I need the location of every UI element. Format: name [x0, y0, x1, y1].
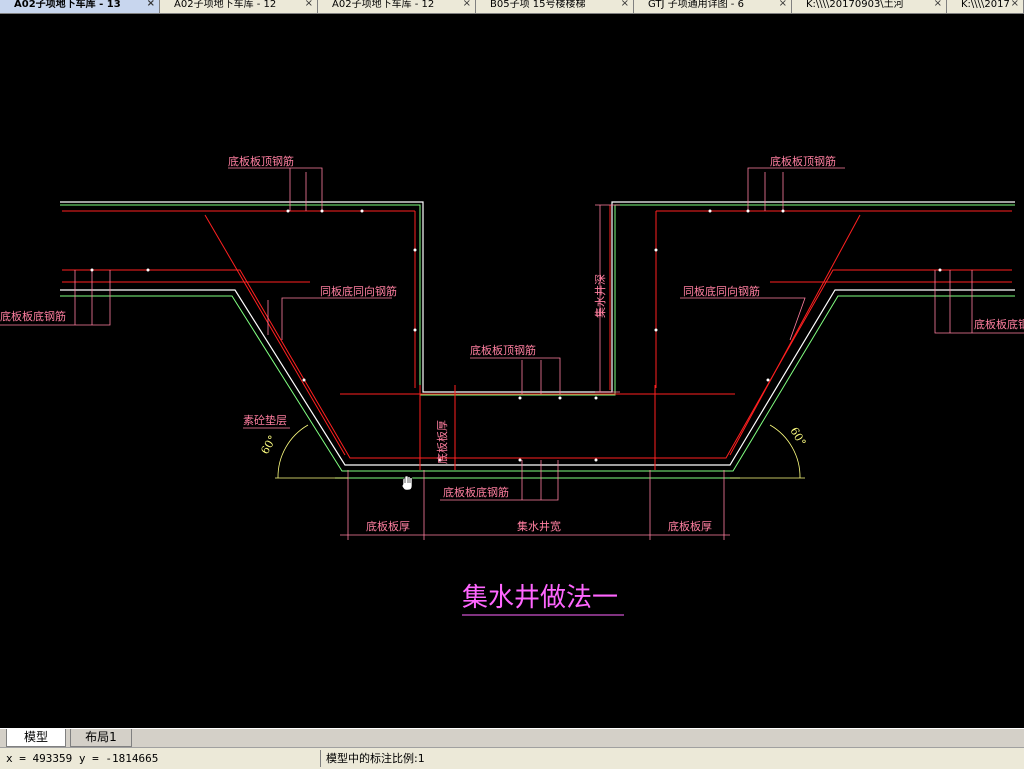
- label-top-rebar-right: 底板板顶钢筋: [770, 154, 836, 168]
- close-tab-icon[interactable]: ×: [620, 0, 629, 9]
- label-bottom-rebar-right: 底板板底钢筋: [974, 317, 1024, 331]
- document-tabs: A02子项地下车库 - 13×A02子项地下车库 - 12×A02子项地下车库 …: [0, 0, 1024, 14]
- rebar-dots: [90, 209, 942, 462]
- label-same-dir-right: 同板底同向钢筋: [683, 284, 760, 298]
- drawing-title: 集水井做法一: [462, 583, 618, 613]
- document-tab[interactable]: B05子项 15号楼楼梯 ×: [476, 0, 634, 13]
- label-slab-thickness-vertical: 底板板厚: [435, 420, 449, 464]
- document-tab-label: K:\\\\2017: [961, 0, 1010, 10]
- document-tab[interactable]: GTJ 子项通用详图 - 6 ×: [634, 0, 792, 13]
- close-tab-icon[interactable]: ×: [778, 0, 787, 9]
- coordinate-readout: x = 493359 y = -1814665: [6, 752, 159, 765]
- document-tab[interactable]: A02子项地下车库 - 13 ×: [0, 0, 160, 13]
- dim-center: 集水井宽: [517, 519, 561, 533]
- document-tab-label: A02子项地下车库 - 12: [174, 0, 277, 10]
- label-bottom-rebar-left: 底板板底钢筋: [0, 309, 66, 323]
- close-tab-icon[interactable]: ×: [1010, 0, 1019, 9]
- label-top-rebar-left: 底板板顶钢筋: [228, 154, 294, 168]
- document-tab-label: GTJ 子项通用详图 - 6: [648, 0, 744, 10]
- tab-layout1[interactable]: 布局1: [70, 729, 132, 747]
- leader-lines: [0, 167, 1024, 540]
- dim-right: 底板板厚: [668, 519, 712, 533]
- rebar-lines: [62, 205, 1012, 470]
- annotation-scale[interactable]: 模型中的标注比例:1: [326, 752, 425, 765]
- document-tab-label: A02子项地下车库 - 12: [332, 0, 435, 10]
- close-tab-icon[interactable]: ×: [304, 0, 313, 9]
- cushion-layer: [60, 204, 1015, 479]
- document-tab[interactable]: K:\\\\2017×: [947, 0, 1024, 13]
- concrete-outline: [60, 201, 1015, 466]
- document-tab[interactable]: K:\\\\20170903\土河 ×: [792, 0, 947, 13]
- dim-left: 底板板厚: [366, 519, 410, 533]
- close-tab-icon[interactable]: ×: [462, 0, 471, 9]
- angle-arcs: [275, 424, 805, 479]
- document-tab-label: K:\\\\20170903\土河: [806, 0, 904, 10]
- document-tab[interactable]: A02子项地下车库 - 12 ×: [160, 0, 318, 13]
- label-angle-left: 60°: [258, 433, 279, 456]
- document-tab-label: B05子项 15号楼楼梯: [490, 0, 586, 10]
- label-pit-top-rebar: 底板板顶钢筋: [470, 343, 536, 357]
- cad-drawing: 底板板顶钢筋 底板板顶钢筋 同板底同向钢筋 同板底同向钢筋 底板板底钢筋 底板板…: [0, 154, 1024, 616]
- layout-tab-bar: 模型 布局1: [0, 728, 1024, 747]
- status-divider: [320, 750, 321, 767]
- label-same-dir-left: 同板底同向钢筋: [320, 284, 397, 298]
- status-bar: x = 493359 y = -1814665 模型中的标注比例:1: [0, 747, 1024, 769]
- label-pit-depth: 集水井深: [593, 274, 607, 318]
- tab-model[interactable]: 模型: [6, 729, 66, 747]
- pan-cursor-icon: [401, 475, 413, 491]
- document-tab-label: A02子项地下车库 - 13: [14, 0, 121, 10]
- close-tab-icon[interactable]: ×: [933, 0, 942, 9]
- close-tab-icon[interactable]: ×: [146, 0, 155, 9]
- document-tab[interactable]: A02子项地下车库 - 12 ×: [318, 0, 476, 13]
- label-cushion: 素砼垫层: [243, 413, 287, 427]
- drawing-canvas[interactable]: 底板板顶钢筋 底板板顶钢筋 同板底同向钢筋 同板底同向钢筋 底板板底钢筋 底板板…: [0, 14, 1024, 728]
- label-pit-bottom-rebar: 底板板底钢筋: [443, 485, 509, 499]
